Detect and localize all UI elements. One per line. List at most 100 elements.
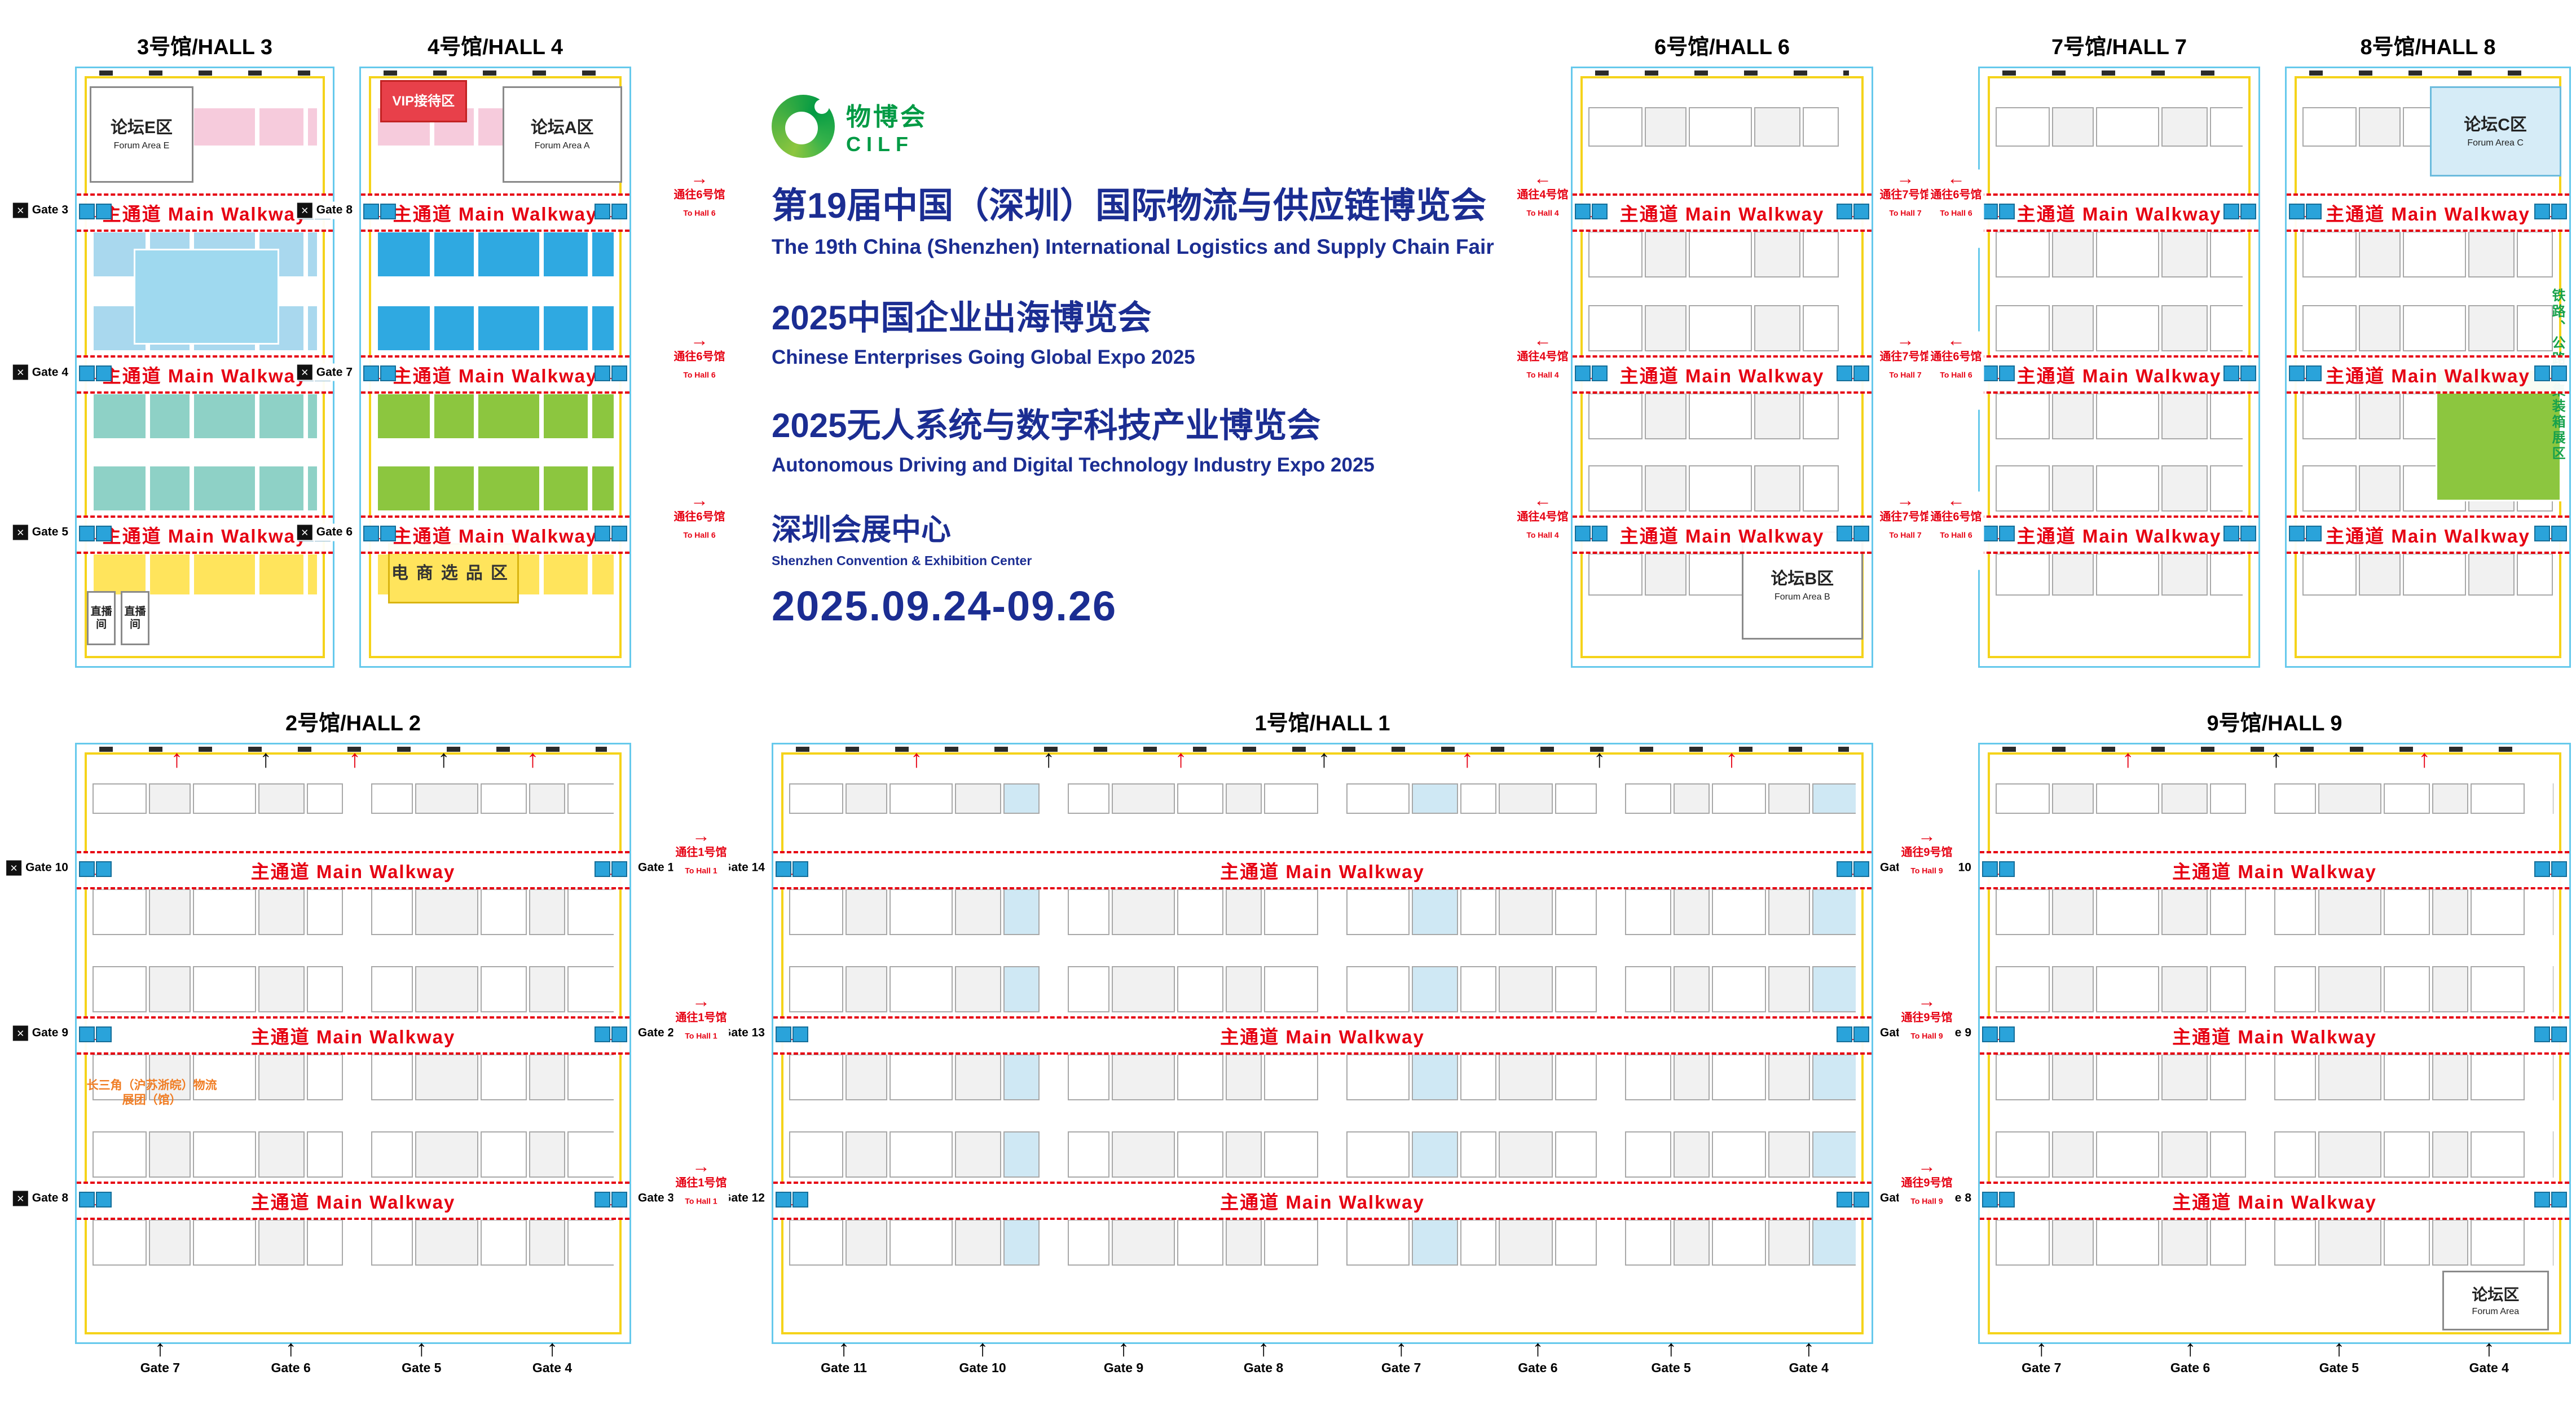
booth-row (1996, 1131, 2553, 1178)
stairs-icon: × (297, 202, 312, 218)
booth (258, 1219, 305, 1266)
gate-gate-8: ×Gate 8 (294, 201, 355, 219)
booth (1689, 553, 1752, 596)
transfer-label-en: To Hall 9 (1910, 1196, 1943, 1206)
booth (1460, 1054, 1496, 1100)
booth-row (377, 231, 614, 277)
booth (258, 783, 305, 814)
walkway-label: 主通道 Main Walkway (2016, 525, 2222, 547)
transfer-arrow-icon: → (1896, 490, 1914, 510)
walkway-gate-marker-icon (1999, 203, 2015, 219)
walkway-label: 主通道 Main Walkway (393, 203, 598, 224)
booth (1177, 783, 1223, 814)
walkway-gate-marker-icon (611, 1191, 627, 1208)
walkway-gate-marker-icon (79, 1026, 95, 1042)
booth (93, 1131, 147, 1178)
booth (529, 1131, 565, 1178)
walkway-label: 主通道 Main Walkway (1619, 203, 1825, 224)
booth (2052, 231, 2094, 277)
booth (2517, 553, 2553, 596)
booth (1555, 1054, 1597, 1100)
transfer-arrow-icon: ← (1534, 329, 1552, 350)
transfer-label-zh: 通往9号馆 (1901, 1011, 1953, 1024)
booth (371, 1219, 413, 1266)
booth (955, 1054, 1001, 1100)
booth (1674, 1054, 1710, 1100)
booth (1555, 783, 1597, 814)
walkway-label: 主通道 Main Walkway (102, 365, 307, 387)
transfer-label-en: To Hall 9 (1910, 866, 1943, 875)
gate-label: Gate 13 (722, 1026, 765, 1039)
booth (543, 393, 589, 440)
aisle-gap (2527, 966, 2551, 1012)
booth (1264, 783, 1318, 814)
booth (377, 305, 431, 352)
walkway-label: 主通道 Main Walkway (1619, 365, 1825, 387)
gate-label: Gate 7 (2022, 1360, 2062, 1375)
booth (1499, 888, 1553, 935)
aisle-gap (1841, 107, 1856, 147)
booth (846, 1219, 887, 1266)
gate-arrow-icon: ↑ (1803, 1336, 1815, 1361)
booth (1499, 966, 1553, 1012)
booth (415, 1054, 478, 1100)
booth (258, 393, 305, 440)
booth (193, 1131, 256, 1178)
booth (1068, 1219, 1109, 1266)
booth (1499, 1131, 1553, 1178)
booth (2318, 966, 2381, 1012)
booth (2384, 888, 2430, 935)
entrance-arrow-icon: ↑ (1593, 745, 1606, 773)
zone-label: 直播间 (124, 605, 146, 631)
booth-row (1588, 393, 1856, 440)
booth-row (377, 465, 614, 512)
hall-title-hall3: 3号馆/HALL 3 (136, 36, 273, 59)
walkway-label: 主通道 Main Walkway (1220, 1191, 1425, 1213)
walkway-gate-marker-icon (380, 525, 396, 541)
booth (2052, 966, 2094, 1012)
walkway-gate-marker-icon (1837, 365, 1852, 382)
walkway-label: 主通道 Main Walkway (393, 365, 598, 387)
zone-label: 电商选品区 (391, 563, 516, 583)
booth (2052, 107, 2094, 147)
booth (2052, 888, 2094, 935)
booth (2384, 783, 2430, 814)
booth (193, 1219, 256, 1266)
aisle-gap (1042, 1131, 1065, 1178)
gate-gate-5: ↑Gate 5 (1652, 1337, 1691, 1376)
aisle-gap (1042, 966, 1065, 1012)
booth (1996, 305, 2050, 352)
booth (1460, 1219, 1496, 1266)
booth-row (2302, 305, 2553, 352)
zone-label: VIP接待区 (392, 93, 455, 109)
booth (1674, 966, 1710, 1012)
transfer-label-zh: 通往6号馆 (673, 188, 725, 201)
booth (1712, 1054, 1766, 1100)
booth (2210, 465, 2243, 512)
walkway-gate-marker-icon (2551, 861, 2567, 877)
hall-hall2: 长三角（沪苏浙皖）物流展团（馆）←主通道 Main Walkway→←主通道 M… (3, 743, 697, 1375)
walkway-gate-marker-icon (2551, 365, 2567, 382)
booth (1754, 393, 1800, 440)
walkway-gate-marker-icon (1592, 525, 1608, 541)
booth (1996, 231, 2050, 277)
walkway-gate-marker-icon (1853, 1191, 1869, 1208)
walkway-gate-marker-icon (595, 861, 610, 877)
booth (846, 783, 887, 814)
booth (1412, 888, 1458, 935)
entrance-arrow-icon: ↑ (349, 745, 361, 773)
booth (1499, 1219, 1553, 1266)
booth (307, 783, 343, 814)
walkway-gate-marker-icon (2534, 861, 2550, 877)
booth (149, 393, 191, 440)
transfer-label-zh: 通往6号馆 (1930, 510, 1982, 523)
booth (1689, 231, 1752, 277)
entrance-arrow-icon: ↑ (2270, 745, 2283, 773)
transfer-label-en: To Hall 4 (1526, 370, 1559, 380)
transfer-label-en: To Hall 4 (1526, 530, 1559, 540)
transfer-label-zh: 通往1号馆 (675, 1011, 727, 1024)
